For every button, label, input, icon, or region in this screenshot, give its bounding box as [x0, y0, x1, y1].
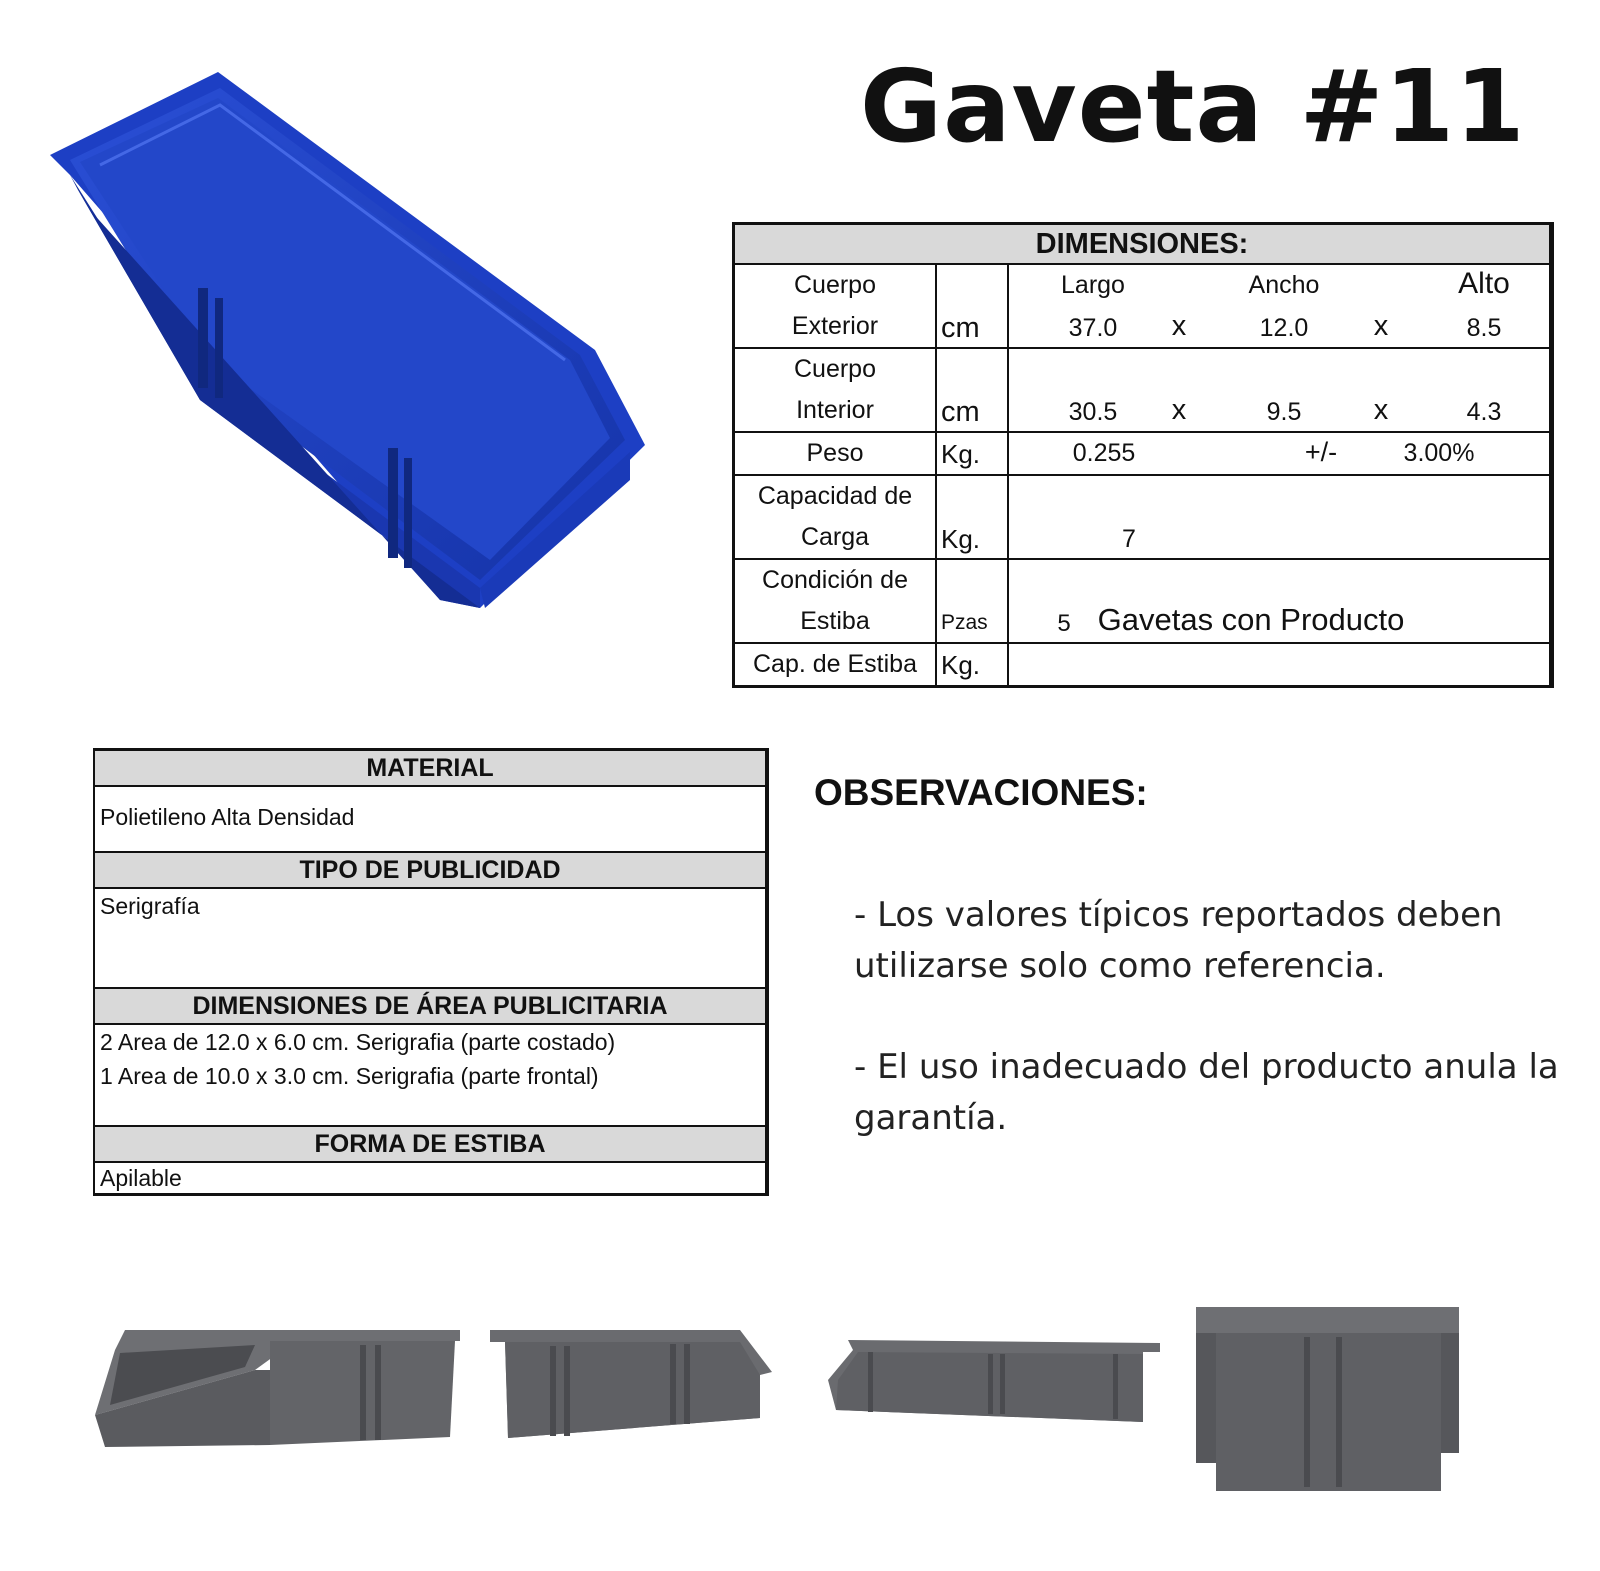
condicion-qty: 5	[1057, 610, 1071, 637]
condicion-text: Gavetas con Producto	[1097, 602, 1405, 637]
exterior-label: Cuerpo Exterior	[732, 263, 937, 349]
exterior-ancho: 12.0	[1259, 314, 1309, 342]
exterior-largo: 37.0	[1068, 314, 1118, 342]
observaciones-title: OBSERVACIONES:	[814, 772, 1148, 813]
area-header: DIMENSIONES DE ÁREA PUBLICITARIA	[95, 989, 765, 1025]
largo-label: Largo	[1061, 271, 1125, 299]
exterior-unit: cm	[935, 263, 1009, 349]
peso-unit: Kg.	[935, 431, 1009, 476]
capacidad-label: Capacidad de Carga	[732, 474, 937, 560]
material-panel: MATERIAL Polietileno Alta Densidad TIPO …	[93, 748, 769, 1196]
grey-bin-perspective-photo	[95, 1330, 460, 1447]
interior-largo: 30.5	[1068, 398, 1118, 426]
material-value: Polietileno Alta Densidad	[95, 787, 765, 853]
capacidad-value: 7	[1122, 525, 1136, 553]
condicion-unit: Pzas	[935, 558, 1009, 644]
product-title: Gaveta #11	[860, 48, 1526, 165]
peso-tolerance: 3.00%	[1403, 439, 1475, 467]
condicion-values: 5 Gavetas con Producto	[1007, 558, 1553, 644]
observacion-2: - El uso inadecuado del producto anula l…	[854, 1047, 1559, 1138]
cap-estiba-unit: Kg.	[935, 642, 1009, 688]
grey-bin-low-photo	[828, 1340, 1160, 1422]
interior-ancho: 9.5	[1266, 398, 1302, 426]
blue-bin-photo	[50, 72, 645, 608]
material-header: MATERIAL	[95, 751, 765, 787]
publicidad-header: TIPO DE PUBLICIDAD	[95, 853, 765, 889]
peso-values: 0.255 +/- 3.00%	[1007, 431, 1553, 476]
dimensions-table: DIMENSIONES: Cuerpo Exterior cm Largo An…	[732, 222, 1554, 688]
cap-estiba-label: Cap. de Estiba	[732, 642, 937, 688]
interior-alto: 4.3	[1466, 398, 1502, 426]
publicidad-value: Serigrafía	[95, 889, 765, 989]
area-line-2: 1 Area de 10.0 x 3.0 cm. Serigrafia (par…	[100, 1063, 599, 1089]
area-values: 2 Area de 12.0 x 6.0 cm. Serigrafia (par…	[95, 1025, 765, 1127]
cap-estiba-values	[1007, 642, 1553, 688]
estiba-value: Apilable	[100, 1165, 182, 1191]
dimensions-header: DIMENSIONES:	[732, 222, 1553, 265]
estiba-header: FORMA DE ESTIBA	[95, 1127, 765, 1163]
interior-label: Cuerpo Interior	[732, 347, 937, 433]
exterior-alto: 8.5	[1466, 314, 1502, 342]
exterior-values: Largo Ancho Alto 37.0 x 12.0 x 8.5	[1007, 263, 1553, 349]
capacidad-unit: Kg.	[935, 474, 1009, 560]
alto-label: Alto	[1458, 267, 1510, 300]
interior-unit: cm	[935, 347, 1009, 433]
condicion-label: Condición de Estiba	[732, 558, 937, 644]
peso-value: 0.255	[1072, 439, 1136, 467]
ancho-label: Ancho	[1248, 271, 1320, 299]
grey-bin-front-photo	[1196, 1307, 1459, 1491]
observacion-1: - Los valores típicos reportados deben u…	[854, 895, 1503, 986]
grey-bin-side-photo	[490, 1330, 772, 1438]
interior-values: 30.5 x 9.5 x 4.3	[1007, 347, 1553, 433]
capacidad-values: 7	[1007, 474, 1553, 560]
area-line-1: 2 Area de 12.0 x 6.0 cm. Serigrafia (par…	[100, 1029, 616, 1055]
peso-label: Peso	[732, 431, 937, 476]
